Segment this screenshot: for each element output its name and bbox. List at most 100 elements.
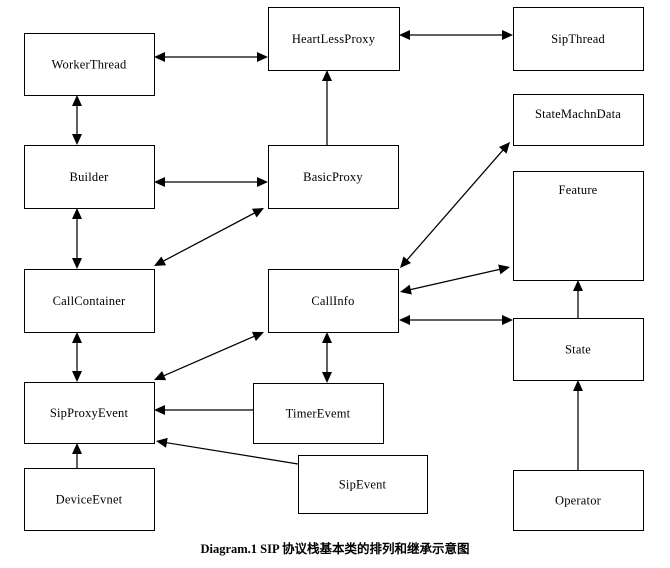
arrowhead-icon-workerthread-heartlessproxy-end	[257, 52, 268, 62]
arrowhead-icon-workerthread-builder-start	[72, 95, 82, 106]
node-label-state: State	[565, 343, 591, 357]
node-box-feature[interactable]	[512, 170, 645, 282]
node-label-sipthread: SipThread	[551, 32, 605, 46]
edge-callcontainer-sipproxyevent	[72, 332, 82, 382]
arrowhead-icon-heartlessproxy-sipthread-end	[502, 30, 513, 40]
node-label-basicproxy: BasicProxy	[303, 170, 363, 184]
node-state[interactable]: State	[512, 317, 645, 382]
arrowhead-icon-callcontainer-basicproxy-start	[154, 256, 167, 266]
node-box-sipproxyevent[interactable]	[23, 381, 156, 445]
arrowhead-icon-basicproxy-heartlessproxy-end	[322, 70, 332, 81]
edge-basicproxy-heartlessproxy	[322, 70, 332, 145]
node-deviceevnet[interactable]: DeviceEvnet	[23, 467, 156, 532]
node-feature[interactable]: Feature	[512, 170, 645, 282]
arrowhead-icon-deviceevnet-sipproxyevent-end	[72, 443, 82, 454]
edge-workerthread-heartlessproxy	[154, 52, 268, 62]
node-box-heartlessproxy[interactable]	[267, 6, 401, 72]
edge-sipproxyevent-callinfo	[154, 331, 264, 381]
node-box-sipthread[interactable]	[512, 6, 645, 72]
node-box-operator[interactable]	[512, 469, 645, 532]
node-label-deviceevnet: DeviceEvnet	[56, 493, 123, 507]
node-label-callinfo: CallInfo	[311, 294, 354, 308]
node-label-heartlessproxy: HeartLessProxy	[292, 32, 376, 46]
arrowhead-icon-timerevemt-callinfo-end	[322, 332, 332, 343]
node-box-callcontainer[interactable]	[23, 268, 156, 334]
arrowhead-icon-timerevemt-sipproxyevent-end	[154, 405, 165, 415]
arrowhead-icon-builder-callcontainer-end	[72, 258, 82, 269]
edge-callinfo-feature	[400, 264, 510, 295]
edge-operator-state	[573, 380, 583, 470]
edge-callinfo-statemachndata	[400, 142, 510, 268]
arrowhead-icon-callcontainer-sipproxyevent-end	[72, 371, 82, 382]
edge-heartlessproxy-sipthread	[399, 30, 513, 40]
node-label-sipproxyevent: SipProxyEvent	[50, 406, 129, 420]
node-box-deviceevnet[interactable]	[23, 467, 156, 532]
node-box-builder[interactable]	[23, 144, 156, 210]
arrowhead-icon-state-feature-end	[573, 280, 583, 291]
arrowhead-icon-timerevemt-callinfo-start	[322, 372, 332, 383]
arrowhead-icon-callinfo-feature-end	[498, 264, 510, 275]
node-timerevemt[interactable]: TimerEvemt	[252, 382, 385, 445]
node-box-timerevemt[interactable]	[252, 382, 385, 445]
node-label-timerevemt: TimerEvemt	[286, 407, 351, 421]
arrowhead-icon-callinfo-feature-start	[400, 284, 412, 295]
edge-builder-callcontainer	[72, 208, 82, 269]
node-label-workerthread: WorkerThread	[52, 58, 128, 72]
edge-line-sipproxyevent-callinfo	[161, 335, 257, 377]
edge-timerevemt-sipproxyevent	[154, 405, 253, 415]
arrowhead-icon-callinfo-state-start	[399, 315, 410, 325]
edge-callinfo-state	[399, 315, 513, 325]
arrowhead-icon-sipproxyevent-callinfo-start	[154, 371, 167, 381]
node-label-statemachndata: StateMachnData	[535, 107, 621, 121]
node-basicproxy[interactable]: BasicProxy	[267, 144, 400, 210]
edge-builder-basicproxy	[154, 177, 268, 187]
arrowhead-icon-workerthread-heartlessproxy-start	[154, 52, 165, 62]
arrowhead-icon-callinfo-state-end	[502, 315, 513, 325]
node-workerthread[interactable]: WorkerThread	[23, 32, 156, 97]
arrowhead-icon-callcontainer-sipproxyevent-start	[72, 332, 82, 343]
node-heartlessproxy[interactable]: HeartLessProxy	[267, 6, 401, 72]
edge-line-callinfo-statemachndata	[405, 148, 505, 262]
edge-timerevemt-callinfo	[322, 332, 332, 383]
node-label-builder: Builder	[70, 170, 110, 184]
node-box-basicproxy[interactable]	[267, 144, 400, 210]
diagram-caption: Diagram.1 SIP 协议栈基本类的排列和继承示意图	[200, 542, 470, 556]
edge-line-callinfo-feature	[408, 268, 502, 291]
node-box-workerthread[interactable]	[23, 32, 156, 97]
node-label-callcontainer: CallContainer	[53, 294, 126, 308]
node-callcontainer[interactable]: CallContainer	[23, 268, 156, 334]
node-box-callinfo[interactable]	[267, 268, 400, 334]
nodes-layer: WorkerThread HeartLessProxy SipThreadBuild…	[23, 6, 645, 532]
arrowhead-icon-sipproxyevent-callinfo-end	[251, 331, 264, 341]
arrowhead-icon-callinfo-statemachndata-start	[400, 256, 412, 268]
edge-line-callcontainer-basicproxy	[161, 211, 257, 263]
edge-state-feature	[573, 280, 583, 318]
edges-layer	[72, 30, 583, 470]
edge-line-sipevent-sipproxyevent	[164, 441, 299, 465]
node-box-sipevent[interactable]	[297, 454, 429, 515]
edge-deviceevnet-sipproxyevent	[72, 443, 82, 468]
node-sipproxyevent[interactable]: SipProxyEvent	[23, 381, 156, 445]
node-label-sipevent: SipEvent	[339, 478, 387, 492]
arrowhead-icon-builder-callcontainer-start	[72, 208, 82, 219]
node-box-state[interactable]	[512, 317, 645, 382]
arrowhead-icon-operator-state-end	[573, 380, 583, 391]
node-callinfo[interactable]: CallInfo	[267, 268, 400, 334]
node-builder[interactable]: Builder	[23, 144, 156, 210]
edge-workerthread-builder	[72, 95, 82, 145]
arrowhead-icon-heartlessproxy-sipthread-start	[399, 30, 410, 40]
arrowhead-icon-builder-basicproxy-end	[257, 177, 268, 187]
arrowhead-icon-callcontainer-basicproxy-end	[251, 208, 264, 218]
node-statemachndata[interactable]: StateMachnData	[512, 93, 645, 147]
node-sipevent[interactable]: SipEvent	[297, 454, 429, 515]
node-box-statemachndata[interactable]	[512, 93, 645, 147]
arrowhead-icon-sipevent-sipproxyevent-end	[156, 437, 168, 448]
node-sipthread[interactable]: SipThread	[512, 6, 645, 72]
node-operator[interactable]: Operator	[512, 469, 645, 532]
node-label-operator: Operator	[555, 494, 602, 508]
arrowhead-icon-workerthread-builder-end	[72, 134, 82, 145]
arrowhead-icon-callinfo-statemachndata-end	[498, 142, 510, 154]
node-label-feature: Feature	[559, 183, 598, 197]
